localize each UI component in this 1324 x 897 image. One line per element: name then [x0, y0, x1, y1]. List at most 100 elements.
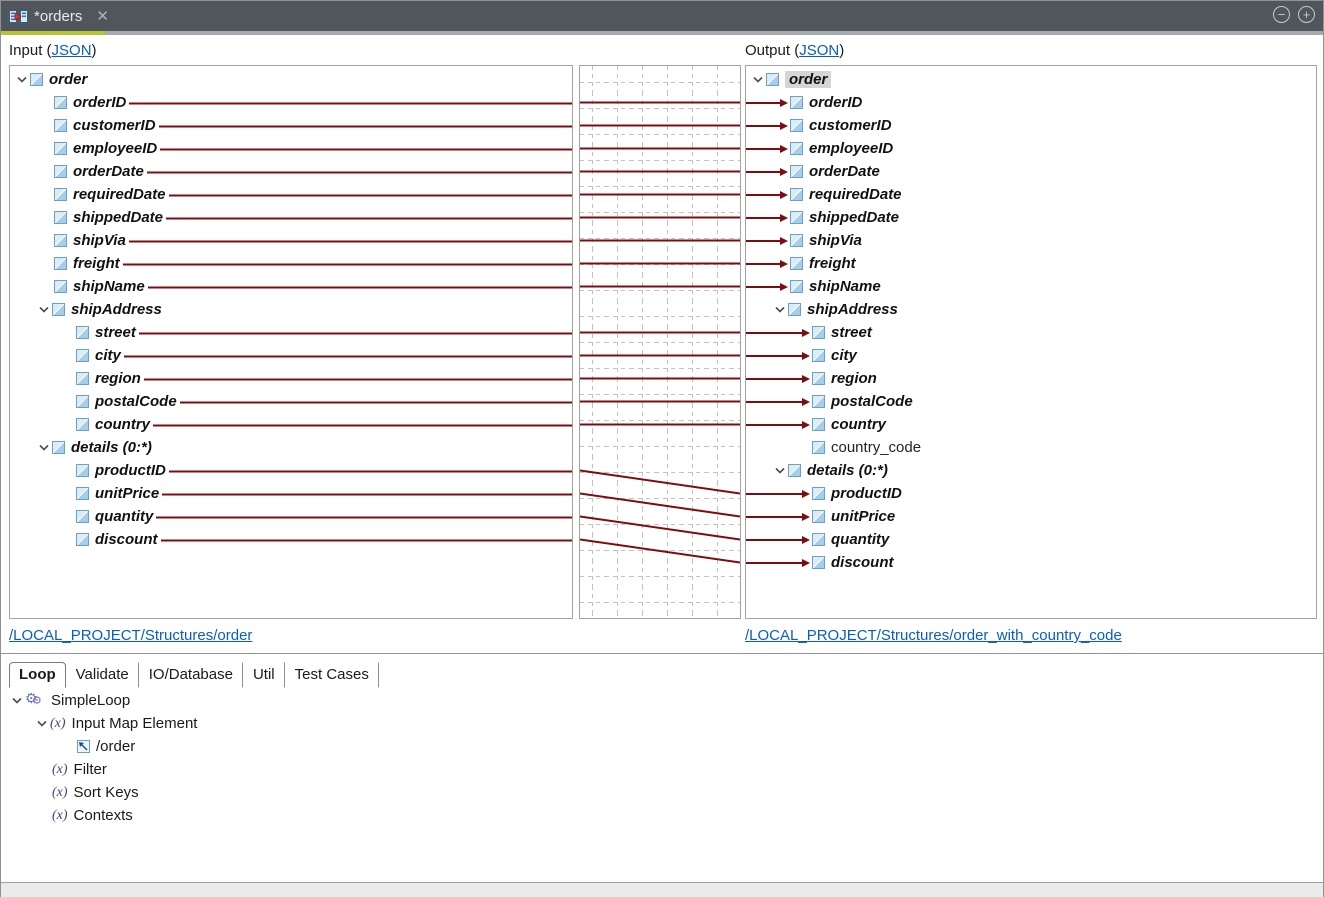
chevron-down-icon[interactable]: [34, 720, 50, 727]
input-node-order[interactable]: order: [10, 68, 572, 91]
output-node-unitprice[interactable]: unitPrice: [746, 505, 1316, 528]
input-node-shippeddate[interactable]: shippedDate: [10, 206, 572, 229]
bottom-tab-io-database[interactable]: IO/Database: [139, 662, 243, 688]
output-node-country-code[interactable]: country_code: [746, 436, 1316, 459]
node-label: shipVia: [73, 232, 126, 249]
node-label: city: [831, 347, 857, 364]
element-node-icon: [790, 234, 803, 247]
node-label: employeeID: [73, 140, 158, 157]
chevron-down-icon[interactable]: [36, 306, 52, 313]
mapping-line: [122, 263, 572, 265]
input-node-details-0[interactable]: details (0:*): [10, 436, 572, 459]
input-node-freight[interactable]: freight: [10, 252, 572, 275]
output-node-employeeid[interactable]: employeeID: [746, 137, 1316, 160]
output-node-city[interactable]: city: [746, 344, 1316, 367]
input-node-orderdate[interactable]: orderDate: [10, 160, 572, 183]
output-node-productid[interactable]: productID: [746, 482, 1316, 505]
output-node-requireddate[interactable]: requiredDate: [746, 183, 1316, 206]
node-label: region: [831, 370, 877, 387]
output-node-orderdate[interactable]: orderDate: [746, 160, 1316, 183]
loop-node-label: Sort Keys: [73, 784, 139, 801]
input-node-orderid[interactable]: orderID: [10, 91, 572, 114]
function-icon: (x): [52, 784, 68, 800]
mapping-arrow: [746, 190, 788, 199]
tab-title: *orders: [34, 7, 83, 25]
chevron-down-icon[interactable]: [772, 306, 788, 313]
loop-node-label: SimpleLoop: [51, 692, 131, 709]
output-node-shipvia[interactable]: shipVia: [746, 229, 1316, 252]
input-node-requireddate[interactable]: requiredDate: [10, 183, 572, 206]
bottom-tab-test-cases[interactable]: Test Cases: [285, 662, 379, 688]
node-label: requiredDate: [809, 186, 902, 203]
chevron-down-icon[interactable]: [772, 467, 788, 474]
output-node-country[interactable]: country: [746, 413, 1316, 436]
mapping-arrow: [746, 489, 810, 498]
mapping-line: [128, 240, 572, 242]
loop-node-filter[interactable]: (x)Filter: [1, 758, 1323, 781]
node-label: country: [95, 416, 151, 433]
input-node-postalcode[interactable]: postalCode: [10, 390, 572, 413]
zoom-in-button[interactable]: +: [1298, 6, 1315, 23]
loop-node-input-map-element[interactable]: (x)Input Map Element: [1, 712, 1323, 735]
input-node-employeeid[interactable]: employeeID: [10, 137, 572, 160]
bottom-tab-loop[interactable]: Loop: [9, 662, 66, 688]
input-node-productid[interactable]: productID: [10, 459, 572, 482]
element-node-icon: [54, 165, 67, 178]
output-node-region[interactable]: region: [746, 367, 1316, 390]
output-node-shippeddate[interactable]: shippedDate: [746, 206, 1316, 229]
input-format-link[interactable]: JSON: [51, 42, 92, 59]
output-node-order[interactable]: order: [746, 68, 1316, 91]
output-node-street[interactable]: street: [746, 321, 1316, 344]
loop-node-contexts[interactable]: (x)Contexts: [1, 804, 1323, 827]
tab-close-icon[interactable]: ✕: [96, 8, 109, 25]
element-node-icon: [76, 464, 89, 477]
output-node-freight[interactable]: freight: [746, 252, 1316, 275]
output-node-discount[interactable]: discount: [746, 551, 1316, 574]
mapping-canvas[interactable]: [579, 65, 741, 619]
chevron-down-icon[interactable]: [9, 697, 25, 704]
output-format-link[interactable]: JSON: [799, 42, 840, 59]
loop-node-sort-keys[interactable]: (x) Sort Keys: [1, 781, 1323, 804]
node-label: street: [831, 324, 872, 341]
input-node-discount[interactable]: discount: [10, 528, 572, 551]
input-node-customerid[interactable]: customerID: [10, 114, 572, 137]
mapping-line: [143, 378, 572, 380]
output-pane-title: Output (JSON): [745, 42, 845, 59]
output-structure-link[interactable]: /LOCAL_PROJECT/Structures/order_with_cou…: [745, 627, 1122, 644]
input-node-shipaddress[interactable]: shipAddress: [10, 298, 572, 321]
input-node-city[interactable]: city: [10, 344, 572, 367]
chevron-down-icon[interactable]: [14, 76, 30, 83]
loop-node-order[interactable]: /order: [1, 735, 1323, 758]
bottom-tab-util[interactable]: Util: [243, 662, 285, 688]
input-node-country[interactable]: country: [10, 413, 572, 436]
input-node-region[interactable]: region: [10, 367, 572, 390]
mapping-arrow: [746, 236, 788, 245]
output-node-shipaddress[interactable]: shipAddress: [746, 298, 1316, 321]
output-node-orderid[interactable]: orderID: [746, 91, 1316, 114]
horizontal-divider[interactable]: [1, 653, 1323, 655]
zoom-out-button[interactable]: −: [1273, 6, 1290, 23]
output-node-postalcode[interactable]: postalCode: [746, 390, 1316, 413]
node-label: freight: [73, 255, 120, 272]
chevron-down-icon[interactable]: [750, 76, 766, 83]
output-node-customerid[interactable]: customerID: [746, 114, 1316, 137]
mapping-line: [179, 401, 572, 403]
tab-orders[interactable]: *orders ✕: [1, 1, 119, 31]
input-structure-link[interactable]: /LOCAL_PROJECT/Structures/order: [9, 627, 253, 644]
input-node-shipname[interactable]: shipName: [10, 275, 572, 298]
chevron-down-icon[interactable]: [36, 444, 52, 451]
loop-node-label: Input Map Element: [71, 715, 198, 732]
output-node-details-0[interactable]: details (0:*): [746, 459, 1316, 482]
loop-node-simpleloop[interactable]: ⚙⚙SimpleLoop: [1, 689, 1323, 712]
mapping-arrow: [746, 351, 810, 360]
node-label: shipName: [809, 278, 881, 295]
output-node-shipname[interactable]: shipName: [746, 275, 1316, 298]
input-node-unitprice[interactable]: unitPrice: [10, 482, 572, 505]
element-node-icon: [790, 211, 803, 224]
input-node-quantity[interactable]: quantity: [10, 505, 572, 528]
input-node-street[interactable]: street: [10, 321, 572, 344]
bottom-tab-validate[interactable]: Validate: [66, 662, 139, 688]
input-node-shipvia[interactable]: shipVia: [10, 229, 572, 252]
output-node-quantity[interactable]: quantity: [746, 528, 1316, 551]
element-node-icon: [790, 188, 803, 201]
